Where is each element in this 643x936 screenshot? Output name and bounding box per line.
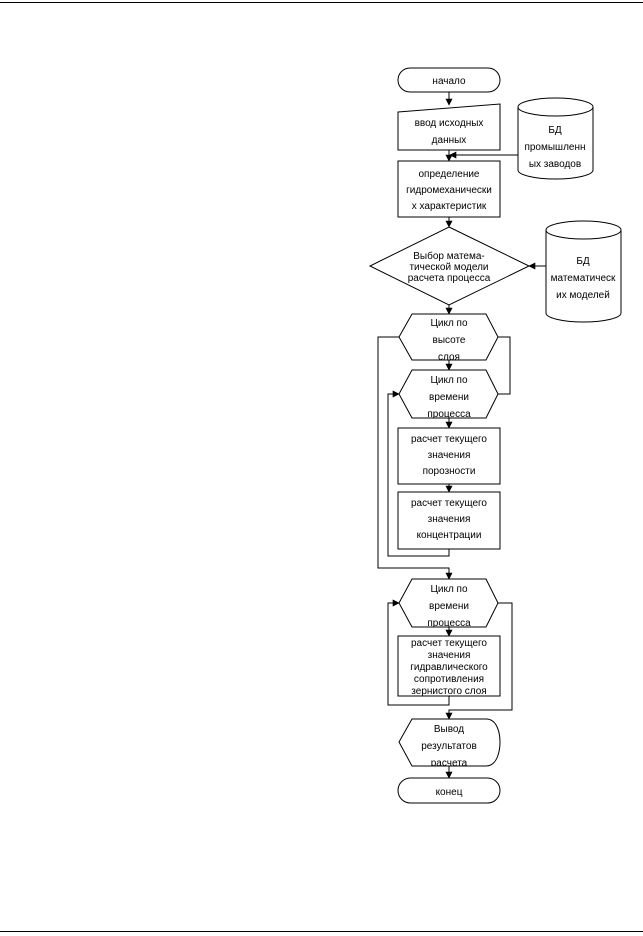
- start-terminal: начало: [397, 67, 501, 93]
- top-rule: [0, 2, 643, 3]
- calc-resistance-block: расчет текущего значения гидравлического…: [397, 635, 501, 697]
- hydro-line-2: гидромеханически: [406, 185, 492, 196]
- loop-back-time1: [387, 390, 450, 557]
- loop-height-line-3: слоя: [438, 352, 460, 363]
- resistance-line-3: гидравлического: [410, 662, 488, 673]
- loop-height-line-1: Цикл по: [430, 318, 467, 329]
- loop-back-time2: [387, 599, 450, 706]
- porosity-line-3: порозности: [423, 466, 476, 477]
- concentration-line-1: расчет текущего: [411, 498, 487, 509]
- resistance-line-2: значения: [428, 650, 471, 661]
- input-data-block: ввод исходных данных: [397, 103, 501, 151]
- output-line-1: Вывод: [434, 724, 464, 735]
- concentration-line-2: значения: [428, 514, 471, 525]
- loop-time-1-line-3: процесса: [427, 409, 471, 420]
- db-models-line-2: математическ: [551, 273, 616, 284]
- input-label-line-2: данных: [432, 135, 467, 146]
- choice-line-3: расчета процесса: [408, 273, 491, 284]
- db-industrial-line-3: ых заводов: [529, 159, 581, 170]
- output-line-2: результатов: [421, 741, 477, 752]
- choice-line-2: тической модели: [409, 262, 488, 273]
- hydromechanical-block: определение гидромеханически х характери…: [397, 160, 501, 218]
- loop-exit-time2: [445, 602, 513, 720]
- model-choice-decision: Выбор матема- тической модели расчета пр…: [368, 226, 531, 306]
- hydro-line-3: х характеристик: [412, 201, 487, 212]
- choice-line-1: Выбор матема-: [413, 250, 485, 262]
- loop-time-1-line-2: времени: [429, 392, 469, 403]
- input-label-line-1: ввод исходных: [415, 118, 484, 129]
- database-industrial: БД промышленн ых заводов: [517, 97, 594, 180]
- database-models: БД математическ их моделей: [545, 220, 622, 323]
- resistance-line-1: расчет текущего: [411, 638, 487, 649]
- calc-concentration-block: расчет текущего значения концентрации: [397, 491, 501, 550]
- output-line-3: расчета: [431, 758, 468, 769]
- loop-time-2-line-2: времени: [429, 601, 469, 612]
- loop-height: Цикл по высоте слоя: [398, 313, 499, 363]
- bottom-rule: [0, 931, 643, 932]
- loop-time-2: Цикл по времени процесса: [398, 578, 499, 629]
- porosity-line-2: значения: [428, 450, 471, 461]
- loop-height-line-2: высоте: [433, 335, 466, 346]
- db-models-line-3: их моделей: [556, 290, 610, 301]
- loop-time-2-line-1: Цикл по: [430, 584, 467, 595]
- porosity-line-1: расчет текущего: [411, 434, 487, 445]
- start-label: начало: [432, 76, 466, 87]
- db-models-line-1: БД: [576, 256, 590, 267]
- loop-exit-time1: [498, 336, 511, 395]
- hydro-line-1: определение: [418, 169, 479, 180]
- resistance-line-4: сопротивления: [414, 674, 484, 685]
- db-industrial-line-2: промышленн: [524, 142, 585, 153]
- end-label: конец: [436, 787, 463, 798]
- output-results: Вывод результатов расчета: [398, 718, 501, 769]
- loop-back-height: [377, 336, 453, 580]
- db-industrial-line-1: БД: [548, 125, 562, 136]
- resistance-line-5: зернистого слоя: [411, 686, 486, 697]
- loop-time-1-line-1: Цикл по: [430, 375, 467, 386]
- end-terminal: конец: [397, 777, 501, 804]
- loop-time-1: Цикл по времени процесса: [398, 369, 499, 420]
- calc-porosity-block: расчет текущего значения порозности: [397, 427, 501, 485]
- connectors: [377, 92, 546, 779]
- concentration-line-3: концентрации: [417, 530, 482, 541]
- loop-time-2-line-3: процесса: [427, 618, 471, 629]
